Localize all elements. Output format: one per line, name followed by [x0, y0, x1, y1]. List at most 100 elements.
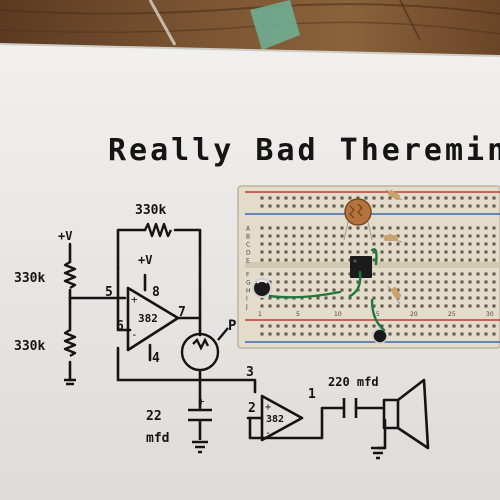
breadboard-hole [324, 332, 328, 336]
breadboard-hole [468, 296, 472, 300]
breadboard-hole [396, 250, 400, 254]
breadboard-hole [308, 234, 312, 238]
breadboard-hole [332, 280, 336, 284]
breadboard-hole [420, 250, 424, 254]
breadboard-hole [316, 250, 320, 254]
breadboard-hole [452, 196, 456, 200]
breadboard-hole [460, 234, 464, 238]
breadboard-hole [396, 280, 400, 284]
breadboard-hole [324, 296, 328, 300]
breadboard-hole [492, 234, 496, 238]
breadboard-hole [380, 234, 384, 238]
breadboard-hole [324, 204, 328, 208]
breadboard-hole [396, 226, 400, 230]
breadboard-hole [428, 288, 432, 292]
breadboard-hole [324, 272, 328, 276]
breadboard-hole [340, 196, 344, 200]
resistor-lower [63, 328, 77, 358]
breadboard-row-letter: F [246, 272, 250, 279]
label-supply-left: +V [58, 229, 72, 243]
resistor-symbols [63, 222, 173, 358]
breadboard-hole [260, 242, 264, 246]
breadboard-hole [332, 226, 336, 230]
label-cap-22: 22 [146, 409, 162, 424]
breadboard-hole [388, 296, 392, 300]
breadboard-hole [388, 332, 392, 336]
breadboard-hole [260, 272, 264, 276]
breadboard-hole [284, 324, 288, 328]
breadboard-hole [444, 272, 448, 276]
opamp-1 [126, 286, 180, 352]
breadboard-hole [420, 196, 424, 200]
breadboard-hole [332, 332, 336, 336]
breadboard-hole [340, 258, 344, 262]
breadboard-hole [372, 234, 376, 238]
breadboard-hole [308, 258, 312, 262]
breadboard-hole [308, 226, 312, 230]
breadboard-hole [348, 304, 352, 308]
speaker-symbol [382, 378, 430, 450]
breadboard-hole [492, 288, 496, 292]
breadboard-hole [300, 324, 304, 328]
breadboard-hole [364, 280, 368, 284]
breadboard-hole [460, 196, 464, 200]
breadboard-hole [468, 332, 472, 336]
breadboard-column-number: 25 [448, 311, 456, 318]
breadboard-hole [428, 226, 432, 230]
breadboard-hole [284, 258, 288, 262]
breadboard-hole [476, 304, 480, 308]
breadboard-hole [436, 296, 440, 300]
breadboard-hole [492, 242, 496, 246]
breadboard-hole [356, 234, 360, 238]
breadboard-hole [340, 250, 344, 254]
label-pin-3: 3 [246, 365, 254, 380]
breadboard-hole [292, 226, 296, 230]
breadboard-row-letter: J [245, 304, 248, 311]
breadboard-hole [484, 226, 488, 230]
breadboard-hole [444, 234, 448, 238]
breadboard-hole [268, 234, 272, 238]
tape-fragment [250, 0, 300, 50]
breadboard-hole [260, 324, 264, 328]
breadboard-hole [260, 204, 264, 208]
breadboard-hole [388, 304, 392, 308]
breadboard-hole [420, 332, 424, 336]
breadboard-hole [468, 272, 472, 276]
breadboard-hole [404, 272, 408, 276]
breadboard-hole [292, 280, 296, 284]
breadboard-hole [372, 250, 376, 254]
breadboard-hole [316, 234, 320, 238]
breadboard-hole [436, 242, 440, 246]
breadboard-hole [388, 324, 392, 328]
breadboard-hole [260, 234, 264, 238]
electrolytic-capacitor-1 [252, 278, 272, 298]
label-supply-chip: +V [138, 253, 152, 267]
breadboard-row-letter: B [246, 234, 250, 241]
breadboard-hole [372, 288, 376, 292]
breadboard-hole [276, 234, 280, 238]
photoresistor [343, 198, 373, 241]
breadboard-hole [332, 296, 336, 300]
breadboard-hole [484, 196, 488, 200]
breadboard-hole [276, 332, 280, 336]
breadboard-hole [436, 304, 440, 308]
breadboard-hole [284, 288, 288, 292]
breadboard-hole [276, 304, 280, 308]
breadboard-hole [428, 250, 432, 254]
breadboard-hole [324, 288, 328, 292]
breadboard-hole [348, 242, 352, 246]
breadboard-hole [428, 258, 432, 262]
breadboard-hole [444, 296, 448, 300]
breadboard-hole [348, 226, 352, 230]
breadboard-hole [372, 242, 376, 246]
breadboard-hole [284, 272, 288, 276]
breadboard-hole [332, 258, 336, 262]
breadboard-hole [260, 196, 264, 200]
breadboard-hole [300, 196, 304, 200]
breadboard-hole [340, 296, 344, 300]
breadboard-hole [388, 258, 392, 262]
breadboard-hole [460, 250, 464, 254]
breadboard-hole [492, 280, 496, 284]
breadboard-hole [348, 234, 352, 238]
